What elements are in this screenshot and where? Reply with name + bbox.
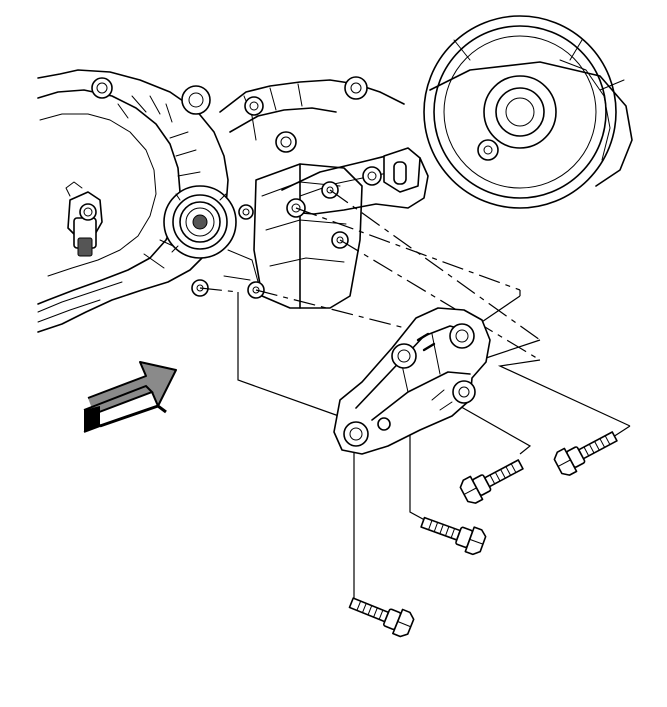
engine-block (37, 15, 633, 333)
bolt (420, 516, 487, 556)
bolt (459, 459, 524, 504)
bracket (333, 307, 491, 455)
bolt (553, 431, 618, 476)
bolt (348, 597, 415, 638)
direction-arrow (83, 361, 177, 433)
